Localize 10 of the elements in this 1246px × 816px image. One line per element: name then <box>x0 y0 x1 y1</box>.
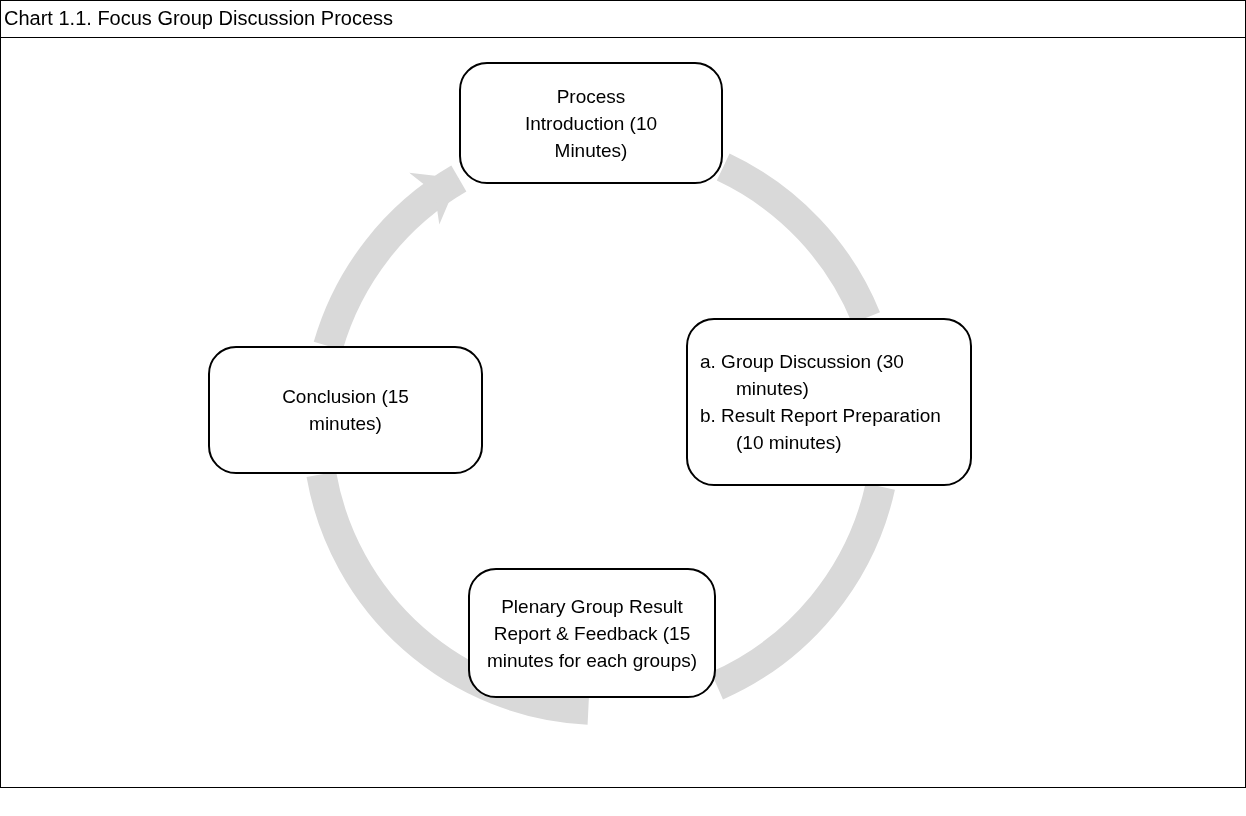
process-box <box>686 318 972 486</box>
process-box <box>459 62 723 184</box>
box-text: Plenary Group Result Report & Feedback (15 minutes for each groups) <box>485 594 699 673</box>
box-text: Process Introduction (10 Minutes) <box>524 84 658 163</box>
process-box <box>208 346 483 474</box>
list-item: b. Result Report Preparation (10 minutes) <box>700 404 942 455</box>
box-text: Conclusion (15 minutes) <box>281 385 410 436</box>
list-item: a. Group Discussion (30 minutes) <box>700 350 905 401</box>
chart-title: Chart 1.1. Focus Group Discussion Process <box>4 6 394 31</box>
process-box <box>468 568 716 698</box>
